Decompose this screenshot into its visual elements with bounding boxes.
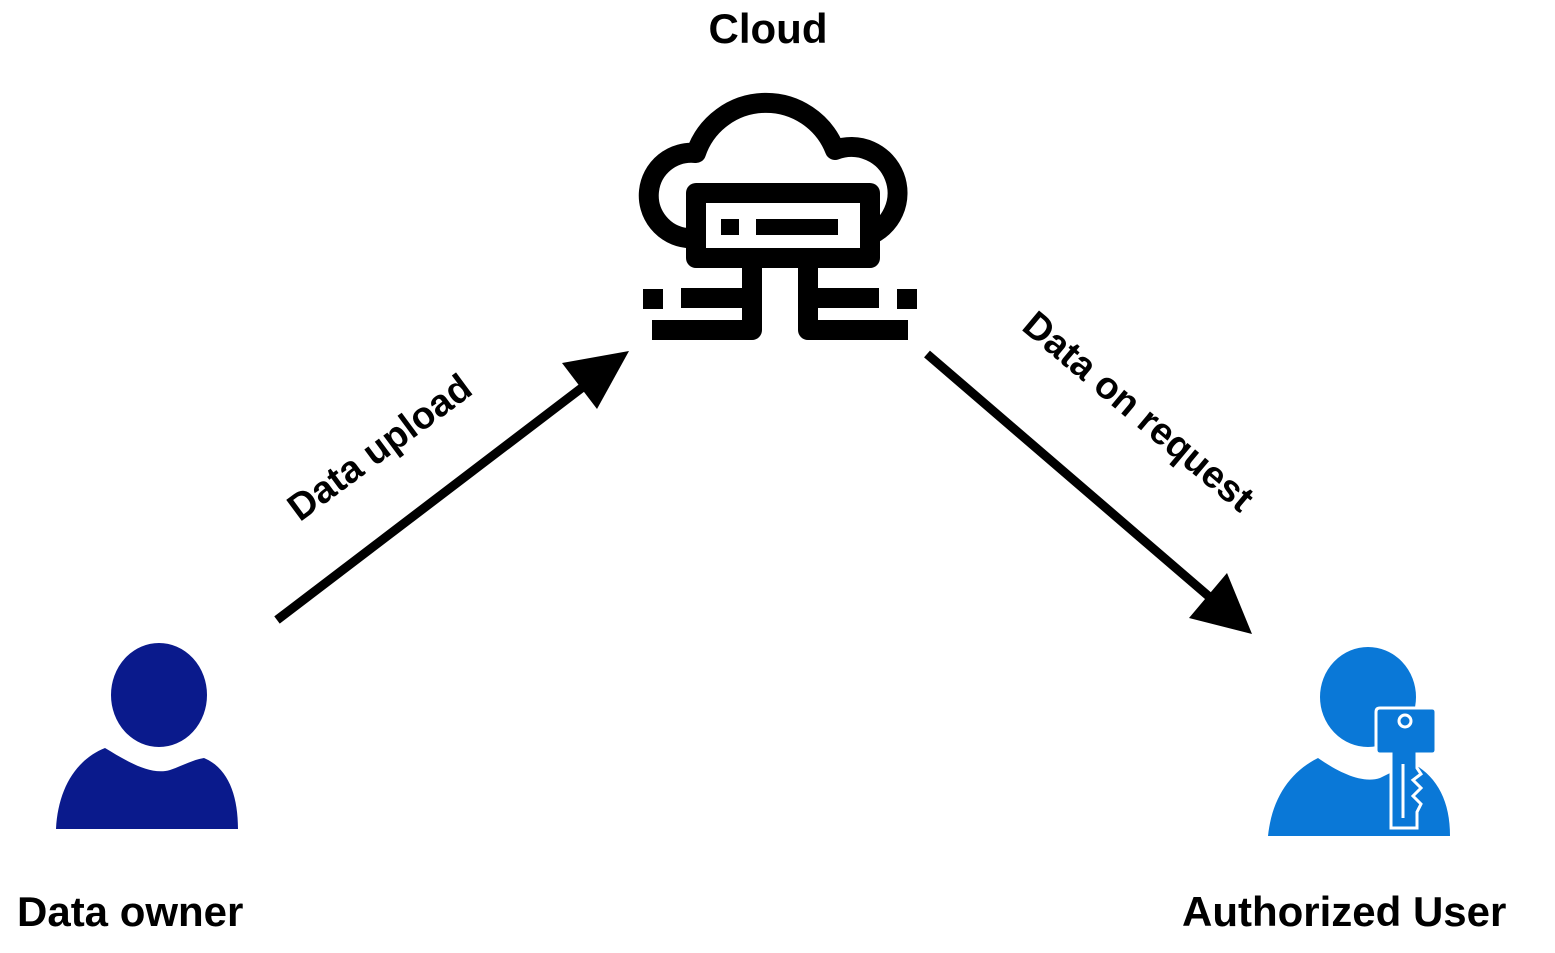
user-key-icon xyxy=(1268,643,1450,836)
data-owner-label: Data owner xyxy=(17,888,244,935)
user-icon xyxy=(56,639,238,829)
server-indicator xyxy=(643,219,917,309)
authorized-user-label: Authorized User xyxy=(1182,888,1507,935)
upload-arrow xyxy=(274,351,629,624)
request-arrow xyxy=(924,350,1252,634)
cloud-label: Cloud xyxy=(708,5,828,52)
key-icon xyxy=(1374,706,1438,830)
cloud-server-icon xyxy=(638,92,908,340)
